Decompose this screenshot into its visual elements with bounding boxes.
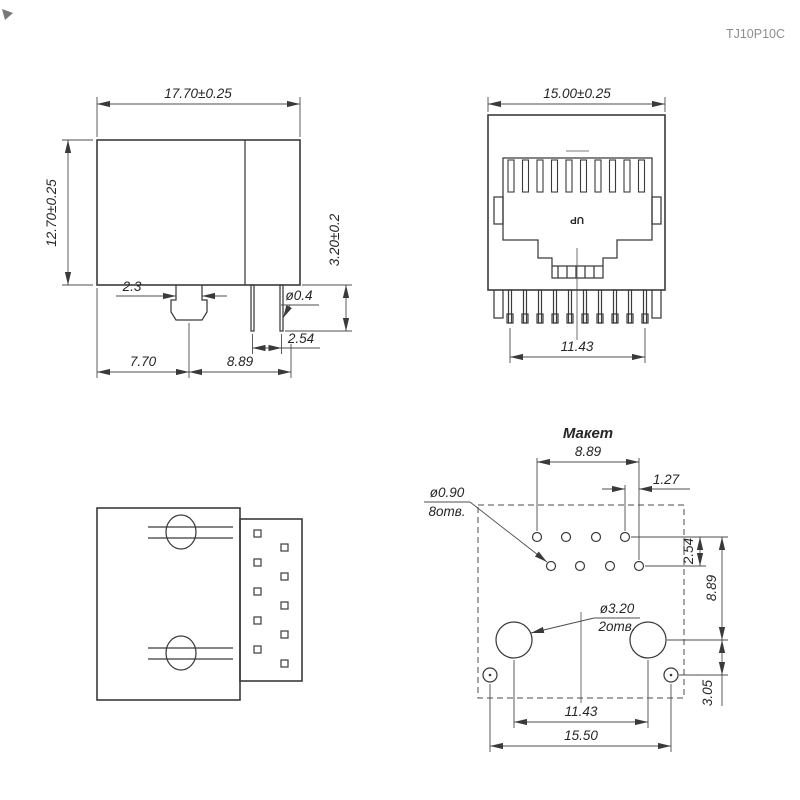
dim-pin-pitch: 2.54 [287, 331, 314, 346]
latch-hole-right [629, 621, 667, 659]
jack-opening [502, 157, 653, 279]
dim-stagger-offset: 1.27 [653, 472, 680, 487]
side-window-left [493, 196, 504, 225]
dim-latch-hole-span: 11.43 [565, 704, 598, 719]
pcb-layout-dimensions: 8.89 1.27 ø0.90 8отв. ø3.20 2отв. 2.54 [424, 444, 728, 752]
part-number: TJ10P10C [726, 27, 785, 41]
dim-rows-to-latch: 8.89 [704, 574, 719, 601]
dim-pin-field-span: 8.89 [575, 444, 602, 459]
dim-side-width: 17.70±0.25 [164, 86, 232, 101]
side-view-dimensions: 17.70±0.25 12.70±0.25 2.3 ø0.4 3.20±0.2 [44, 86, 352, 378]
up-marking: UP [570, 214, 584, 225]
dim-latch-to-locator: 3.05 [700, 679, 715, 706]
locator-center-right [669, 673, 673, 677]
front-view: UP 15.00±0.25 11.43 [487, 86, 666, 363]
front-view-dimensions: 15.00±0.25 11.43 [487, 86, 666, 363]
dim-post-width: 2.3 [122, 279, 142, 294]
small-hole-count: 8отв. [428, 504, 465, 519]
dim-post-offset: 7.70 [130, 354, 157, 369]
front-pins [506, 289, 649, 324]
spring-clips [148, 514, 233, 671]
locator-hole-right [663, 667, 679, 683]
small-hole-diameter: ø0.90 [430, 485, 465, 500]
layout-title: Макет [563, 425, 613, 442]
print-artifact [2, 9, 13, 20]
dim-row-pitch: 2.54 [681, 538, 696, 565]
snap-post [170, 285, 208, 321]
rear-body [96, 507, 241, 701]
dim-pin-row-offset: 8.89 [227, 354, 254, 369]
side-window-right [651, 196, 662, 225]
pcb-layout: Макет 8.89 1.27 ø0.90 [424, 425, 728, 752]
contact-block [239, 518, 303, 682]
side-body [96, 139, 301, 286]
dim-front-width: 15.00±0.25 [543, 86, 611, 101]
side-pin-1 [250, 284, 255, 332]
dim-side-height: 12.70±0.25 [44, 179, 59, 247]
dim-front-pin-span: 11.43 [561, 339, 594, 354]
dim-pin-length: 3.20±0.2 [327, 213, 342, 266]
large-hole-count: 2отв. [597, 619, 635, 634]
latch-comb-teeth [557, 266, 595, 278]
contact-terminals [253, 529, 289, 668]
shield-leg-left [493, 290, 504, 319]
locator-center-left [488, 673, 492, 677]
rear-view [96, 507, 303, 701]
pin-holes [531, 531, 645, 572]
side-view: 17.70±0.25 12.70±0.25 2.3 ø0.4 3.20±0.2 [44, 86, 352, 378]
locator-hole-left [482, 667, 498, 683]
latch-hole-left [495, 621, 533, 659]
dim-overall-span: 15.50 [564, 728, 598, 743]
front-body [487, 114, 666, 291]
dim-pin-diameter: ø0.4 [285, 288, 312, 303]
shield-leg-right [651, 290, 662, 319]
large-hole-diameter: ø3.20 [600, 601, 635, 616]
contact-slots [507, 159, 646, 193]
side-pin-2 [279, 284, 284, 332]
